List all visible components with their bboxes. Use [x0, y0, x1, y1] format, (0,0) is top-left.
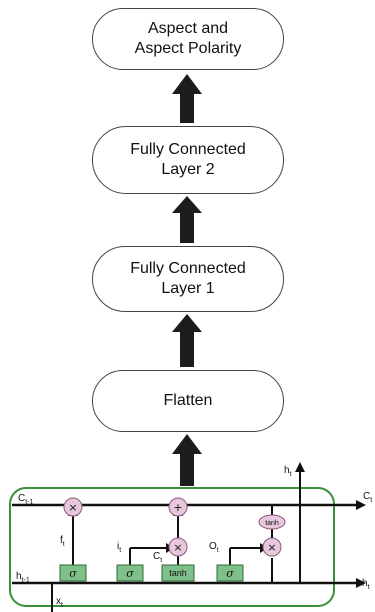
- aspect-polarity-block: Aspect and Aspect Polarity: [92, 8, 284, 70]
- cell-state-arrowhead: [356, 500, 366, 510]
- cell-tanh-op: tanh: [258, 514, 286, 530]
- input-multiply-op: ×: [168, 537, 188, 557]
- input-multiply-symbol: ×: [173, 541, 182, 554]
- cell-add-symbol: +: [173, 501, 182, 514]
- ht-up-arrowhead: [295, 462, 305, 472]
- arrow-fc1-to-fc2: [172, 196, 202, 243]
- c-next-label: Ct: [363, 491, 372, 504]
- h-next-label: ht: [362, 578, 370, 591]
- x-input-label: xt: [56, 596, 63, 609]
- arrow-lstm-to-flatten: [172, 434, 202, 486]
- output-sigma-label: σ: [226, 567, 234, 580]
- input-gate-label: it: [117, 541, 121, 554]
- arrow-fc2-to-aspect: [172, 74, 202, 123]
- lstm-cell-border: [9, 487, 335, 607]
- forget-multiply-op: ×: [63, 497, 83, 517]
- fully-connected-layer-2-block: Fully Connected Layer 2: [92, 126, 284, 194]
- input-sigma-label: σ: [126, 567, 134, 580]
- fully-connected-layer-1-block: Fully Connected Layer 1: [92, 246, 284, 312]
- forget-multiply-symbol: ×: [68, 501, 77, 514]
- forget-sigma-label: σ: [69, 567, 77, 580]
- cell-add-op: +: [168, 497, 188, 517]
- h-prev-label: ht-1: [16, 571, 30, 584]
- cell-tanh-label: tanh: [265, 520, 279, 527]
- input-sigma-gate: σ: [116, 564, 144, 582]
- c-prev-label: Ct-1: [18, 493, 34, 506]
- flatten-block: Flatten: [92, 370, 284, 432]
- candidate-tanh-label: tanh: [169, 568, 187, 578]
- candidate-tanh-gate: tanh: [161, 564, 195, 582]
- hidden-state-arrowhead: [356, 578, 366, 588]
- forget-sigma-gate: σ: [59, 564, 87, 582]
- h-top-label: ht: [284, 465, 292, 478]
- candidate-label: Ct: [153, 551, 162, 564]
- output-multiply-symbol: ×: [267, 541, 276, 554]
- output-multiply-op: ×: [262, 537, 282, 557]
- arrow-flatten-to-fc1: [172, 314, 202, 367]
- output-sigma-gate: σ: [216, 564, 244, 582]
- forget-gate-label: ft: [60, 535, 65, 548]
- output-gate-label: Ot: [209, 541, 219, 554]
